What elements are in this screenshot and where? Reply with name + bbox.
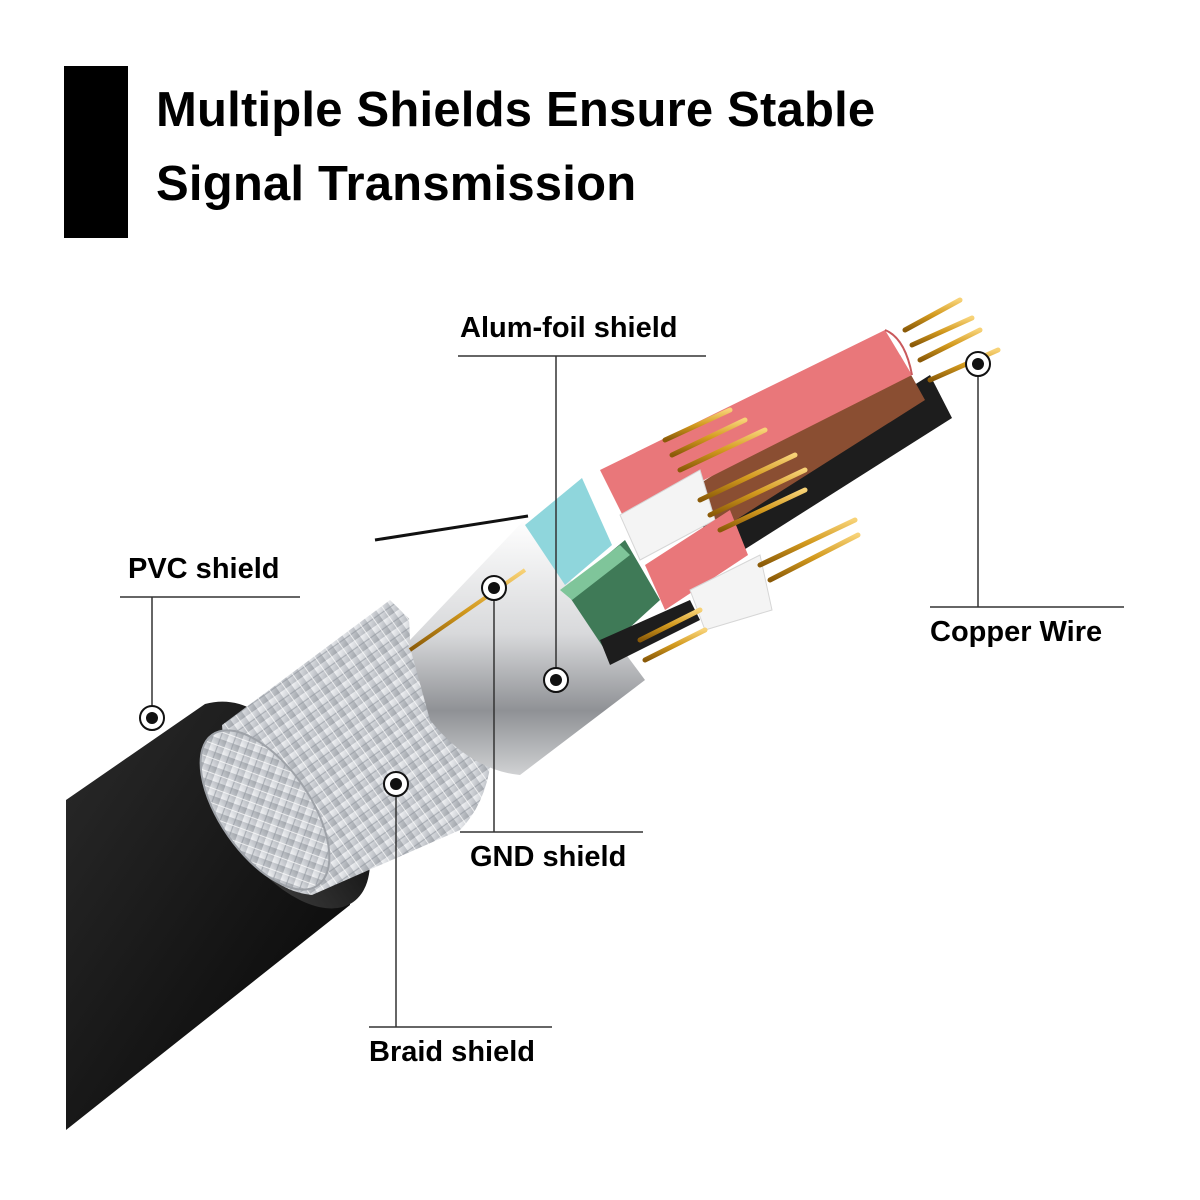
marker-copper	[965, 351, 991, 377]
title-line-1: Multiple Shields Ensure Stable	[156, 83, 876, 137]
marker-pvc	[139, 705, 165, 731]
label-copper-wire: Copper Wire	[930, 616, 1103, 648]
inner-wire-bundle	[525, 329, 952, 665]
title-accent-bar	[64, 66, 128, 238]
label-alum-foil-shield: Alum-foil shield	[460, 312, 678, 344]
marker-gnd	[481, 575, 507, 601]
marker-alum-foil	[543, 667, 569, 693]
marker-braid	[383, 771, 409, 797]
copper-strands	[637, 297, 1001, 663]
label-pvc-shield: PVC shield	[128, 553, 280, 585]
callout-markers	[139, 351, 991, 797]
label-braid-shield: Braid shield	[369, 1036, 535, 1068]
gnd-foil-layer	[374, 514, 645, 775]
callout-leaders	[120, 355, 1124, 1028]
title-line-2: Signal Transmission	[156, 157, 637, 211]
label-gnd-shield: GND shield	[470, 841, 627, 873]
